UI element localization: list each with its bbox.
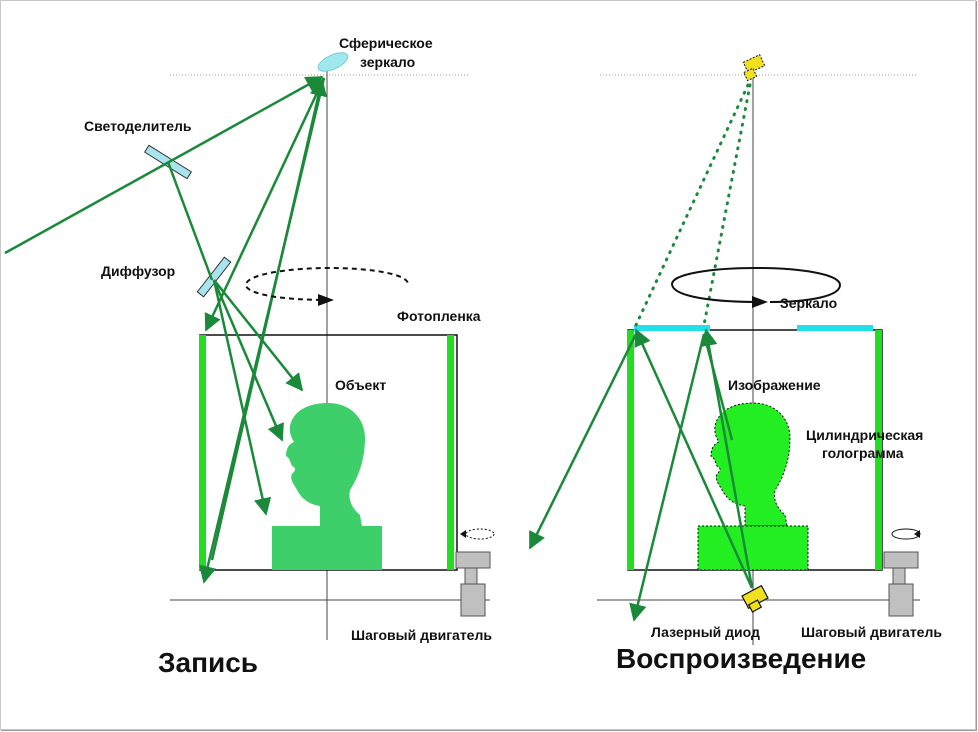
hologram-left-strip [627, 330, 634, 570]
recording-setup [4, 52, 495, 640]
virtual-beams [634, 83, 752, 327]
diode-to-mirror-left [634, 328, 754, 589]
rotation-arrow-right [670, 266, 842, 303]
spherical-mirror [317, 52, 349, 72]
label-hologram-1: Цилиндрическая [806, 427, 923, 443]
playback-setup [528, 54, 921, 645]
reflected-beam-out [528, 333, 638, 550]
reflected-beam-obj [702, 333, 734, 441]
label-object: Объект [335, 377, 386, 393]
title-recording: Запись [158, 647, 258, 678]
rotation-arrow-head [318, 294, 334, 306]
mirror-strip-right [797, 325, 873, 331]
diffuse-beam-1 [213, 279, 304, 392]
label-spherical-mirror-1: Сферическое [339, 35, 433, 51]
reference-beam-a [204, 77, 326, 332]
splitter-to-diffuser [166, 161, 214, 281]
label-mirror: Зеркало [780, 295, 837, 311]
mirror-strip-left [634, 325, 710, 331]
image-pedestal [697, 525, 809, 571]
laser-source-top [742, 54, 766, 82]
input-beam [4, 75, 324, 255]
label-laser-diode: Лазерный диод [651, 624, 760, 640]
label-image: Изображение [728, 377, 821, 393]
label-diffuser: Диффузор [101, 263, 175, 279]
stepper-motor-left [455, 528, 495, 617]
title-playback: Воспроизведение [616, 643, 866, 674]
label-beam-splitter: Светоделитель [84, 118, 192, 134]
playback-beams [528, 328, 754, 622]
label-stepper-motor-left: Шаговый двигатель [351, 627, 492, 643]
reflected-beam-down [629, 333, 706, 622]
label-film: Фотопленка [397, 308, 481, 324]
rotation-arrow [244, 266, 409, 301]
diffuse-beam-2 [212, 279, 284, 442]
object-pedestal [272, 526, 382, 570]
film-left-strip [199, 335, 206, 570]
label-hologram-2: голограмма [822, 445, 904, 461]
recording-beams [4, 75, 328, 584]
stepper-motor-right [883, 528, 921, 617]
object-head-silhouette [286, 403, 365, 526]
laser-diode [741, 584, 769, 613]
hologram-right-strip [875, 330, 882, 570]
label-stepper-motor-right: Шаговый двигатель [801, 624, 942, 640]
returned-beam [210, 78, 328, 561]
label-spherical-mirror-2: зеркало [360, 54, 415, 70]
film-right-strip [447, 335, 454, 570]
diffuse-beam-3 [212, 279, 272, 516]
rotation-arrow-right-head [752, 296, 768, 308]
